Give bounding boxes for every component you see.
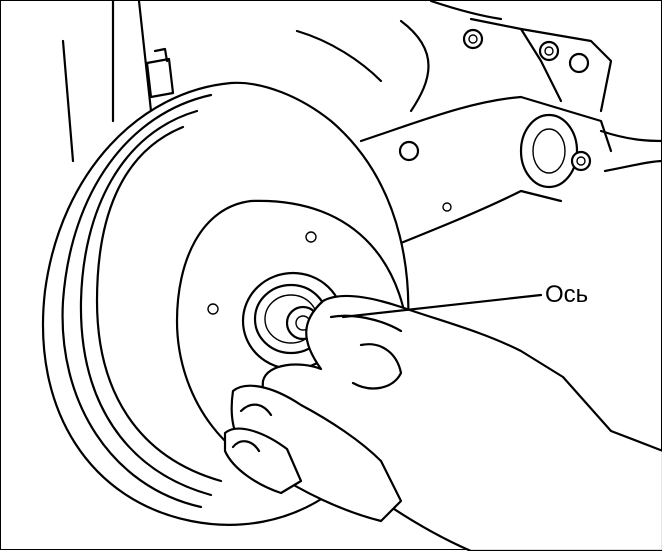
callout-leader-line	[341, 293, 543, 319]
bracket	[145, 47, 175, 99]
suspension-arm	[295, 1, 662, 253]
backing-wall	[61, 1, 153, 163]
callout-label-axle: Ось	[545, 281, 589, 308]
